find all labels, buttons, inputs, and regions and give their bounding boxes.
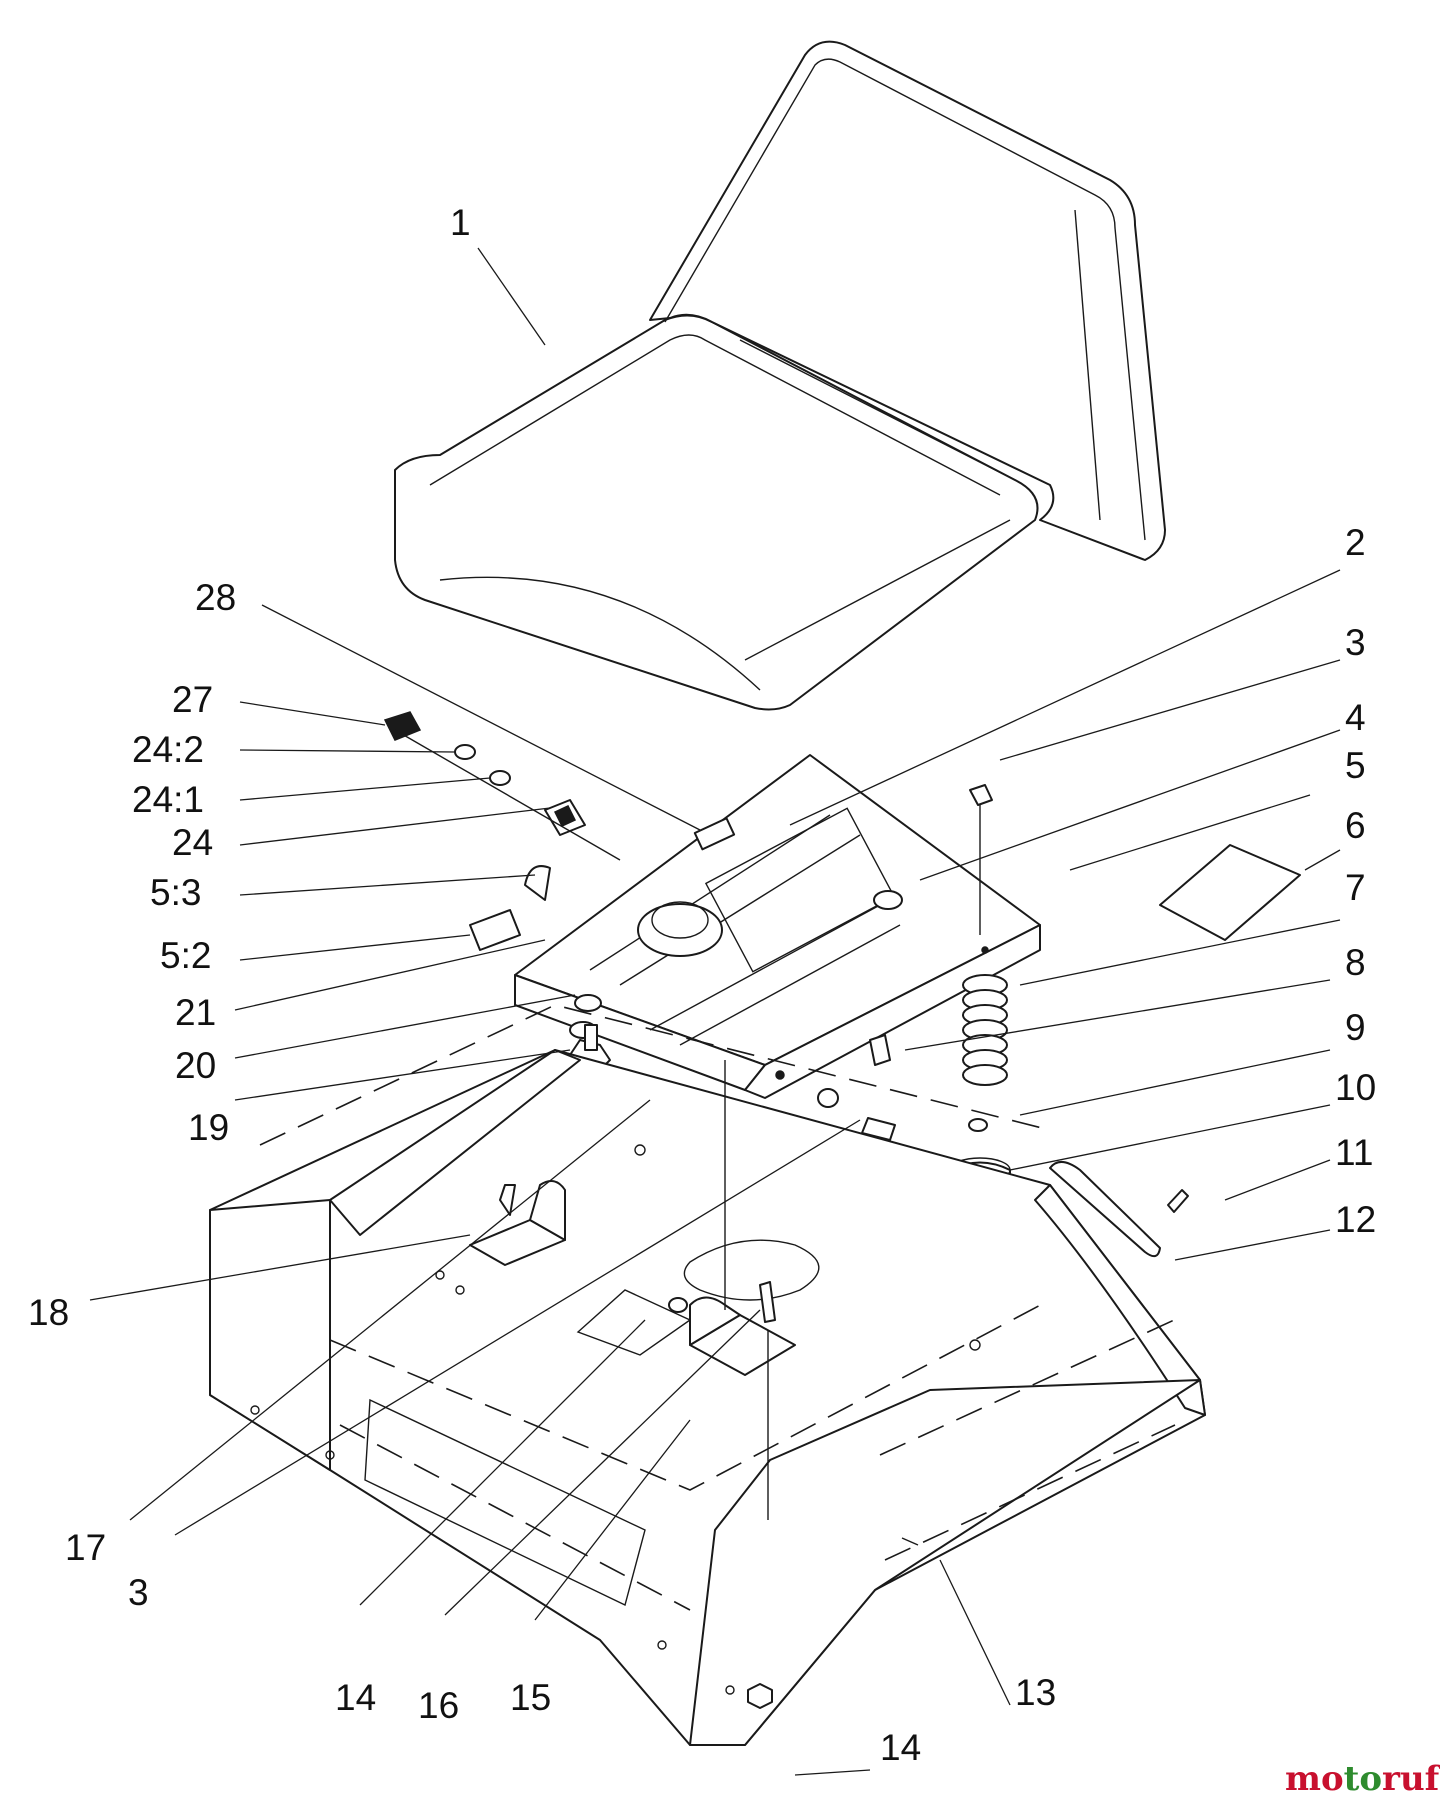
decal (693, 817, 736, 851)
callout-12: 12 (1335, 1199, 1376, 1240)
decal-6 (1159, 844, 1301, 941)
svg-text:motoruf.de: motoruf.de (1285, 1759, 1440, 1799)
callout-4: 4 (1345, 697, 1366, 738)
callout-8: 8 (1345, 942, 1366, 983)
callout-28: 28 (195, 577, 236, 618)
callout-3: 3 (1345, 622, 1366, 663)
callout-14-left: 14 (335, 1677, 376, 1718)
callout-5-3: 5:3 (150, 872, 201, 913)
callout-24-2: 24:2 (132, 729, 204, 770)
callout-21: 21 (175, 992, 216, 1033)
callout-11: 11 (1335, 1132, 1373, 1173)
callout-5: 5 (1345, 745, 1366, 786)
callout-24: 24 (172, 822, 213, 863)
bolt-front (861, 1117, 896, 1141)
callout-9: 9 (1345, 1007, 1366, 1048)
callout-15: 15 (510, 1677, 551, 1718)
callout-labels: 1 2 3 4 5 6 7 8 9 10 11 12 13 14 28 27 2… (28, 202, 1376, 1768)
pin-13 (901, 1537, 919, 1546)
pin-11 (1167, 1189, 1189, 1213)
callout-19: 19 (188, 1107, 229, 1148)
callout-3-left: 3 (128, 1572, 149, 1613)
callout-24-1: 24:1 (132, 779, 204, 820)
switch-bracket (524, 865, 551, 901)
callout-10: 10 (1335, 1067, 1376, 1108)
trim-strip (1049, 1161, 1161, 1258)
callout-2: 2 (1345, 522, 1366, 563)
callout-1: 1 (450, 202, 471, 243)
washer-front (817, 1088, 839, 1108)
callout-5-2: 5:2 (160, 935, 211, 976)
nut-14 (747, 1683, 773, 1709)
callout-6: 6 (1345, 805, 1366, 846)
decal-5-2 (469, 909, 521, 951)
seat-switch (383, 711, 621, 861)
bolt (869, 1034, 891, 1066)
callout-17: 17 (65, 1527, 106, 1568)
callout-13: 13 (1015, 1672, 1056, 1713)
washer-20 (574, 994, 602, 1012)
spring-assembly (949, 784, 1011, 1214)
seat (394, 40, 1166, 711)
bracket-18 (469, 1180, 566, 1266)
leader-lines (89, 247, 1341, 1776)
fender (209, 1004, 1206, 1746)
callout-18: 18 (28, 1292, 69, 1333)
callout-14-bottom: 14 (880, 1727, 921, 1768)
callout-7: 7 (1345, 867, 1366, 908)
watermark-logo: motoruf.de (1285, 1759, 1440, 1799)
bracket-16 (668, 1281, 796, 1376)
callout-16: 16 (418, 1685, 459, 1726)
callout-20: 20 (175, 1045, 216, 1086)
seat-plate (514, 754, 1041, 1099)
fender-holes (250, 1144, 981, 1695)
callout-27: 27 (172, 679, 213, 720)
